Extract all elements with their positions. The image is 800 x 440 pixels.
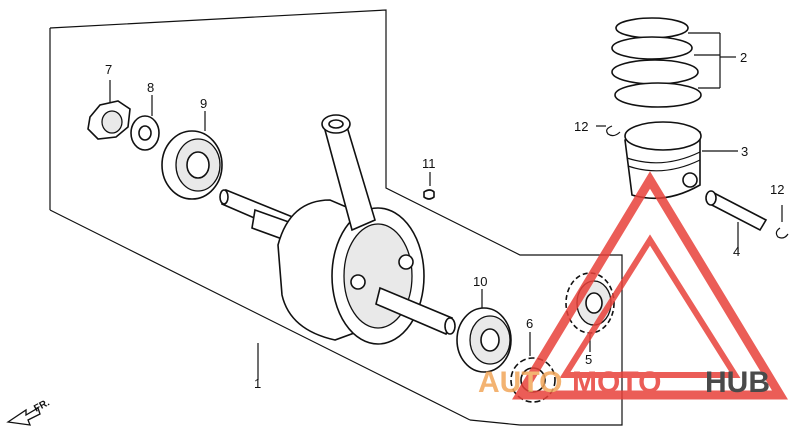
automotohub-watermark: AUTO MOTO HUB: [478, 171, 788, 400]
callout-12-left: 12: [574, 119, 588, 134]
right-bearing: [456, 289, 512, 373]
pin-clip-left: [596, 125, 621, 137]
callout-9: 9: [200, 96, 207, 111]
callout-labels: 1 2 3 4 5 6 7 8 9 10 11 12 12: [105, 50, 784, 391]
piston-pin: [705, 190, 768, 252]
woodruff-key: [423, 172, 435, 200]
callout-12-right: 12: [770, 182, 784, 197]
callout-3: 3: [741, 144, 748, 159]
pin-clip-right: [775, 205, 789, 239]
washer: [130, 95, 160, 151]
crank-nut: [87, 80, 131, 140]
assembly-frame: [49, 9, 623, 426]
watermark-hub: HUB: [705, 366, 770, 399]
callout-8: 8: [147, 80, 154, 95]
callout-7: 7: [105, 62, 112, 77]
callout-2: 2: [740, 50, 747, 65]
watermark-moto: MOTO: [572, 366, 661, 399]
callout-6: 6: [526, 316, 533, 331]
callout-4: 4: [733, 244, 740, 259]
piston: [624, 121, 738, 200]
callout-5: 5: [585, 352, 592, 367]
front-direction-marker: FR.: [6, 397, 52, 426]
front-marker-label: FR.: [32, 397, 52, 414]
watermark-auto: AUTO: [478, 366, 562, 399]
piston-rings: [611, 17, 736, 108]
callout-10: 10: [473, 274, 487, 289]
crankshaft: [219, 114, 456, 380]
callout-11: 11: [422, 156, 436, 171]
left-bearing: [161, 111, 223, 200]
callout-1: 1: [254, 376, 261, 391]
